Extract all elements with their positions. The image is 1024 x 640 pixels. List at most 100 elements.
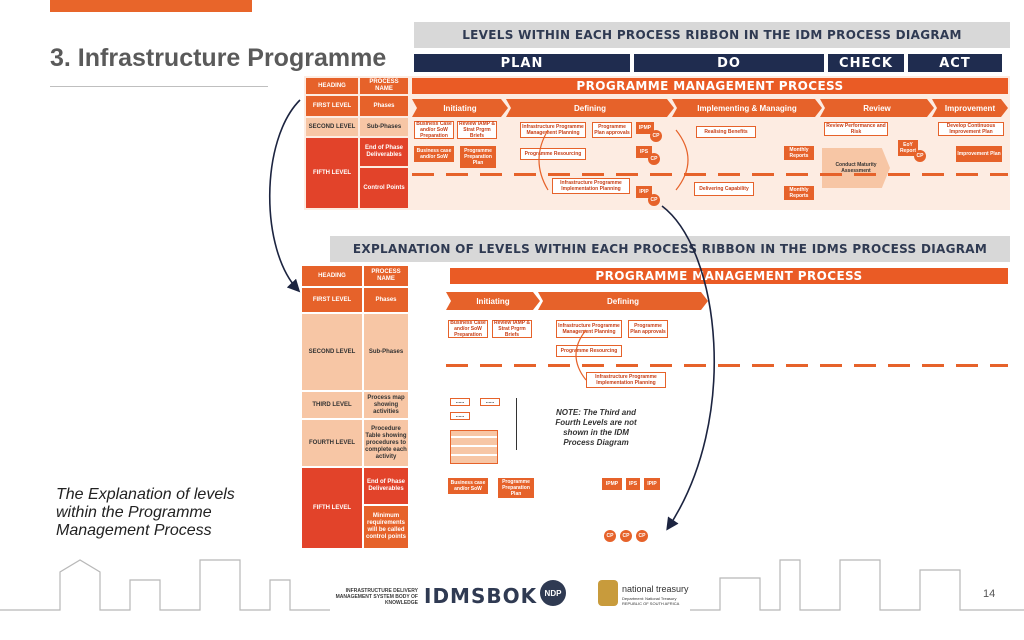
bottom-sub-prog-plan-approvals: Programme Plan approvals <box>628 320 668 338</box>
bottom-phase-initiating: Initiating <box>446 292 540 310</box>
top-del-prog-prep-plan: Programme Preparation Plan <box>460 146 496 168</box>
top-heading-cell: HEADING <box>306 78 358 94</box>
bottom-diagram-header: EXPLANATION OF LEVELS WITHIN EACH PROCES… <box>330 236 1010 262</box>
top-first-level: FIRST LEVEL <box>306 96 358 116</box>
top-phase-review: Review <box>820 99 934 117</box>
bottom-heading-cell: HEADING <box>302 266 362 286</box>
top-sub-delivering-capability: Delivering Capability <box>694 182 754 196</box>
coat-of-arms-icon <box>598 580 618 606</box>
title-divider <box>50 86 268 87</box>
top-process-banner: PROGRAMME MANAGEMENT PROCESS <box>412 78 1008 94</box>
top-accent-bar <box>50 0 252 12</box>
top-phase-improvement: Improvement <box>932 99 1008 117</box>
top-sub-review-iamp: Review IAMP & Strat Prgrm Briefs <box>457 121 497 139</box>
top-del-monthly-reports-1: Monthly Reports <box>784 146 814 160</box>
pdca-do: DO <box>634 54 824 72</box>
bottom-first-level: FIRST LEVEL <box>302 288 362 312</box>
bottom-sub-infra-impl-planning: Infrastructure Programme Implementation … <box>586 372 666 388</box>
bottom-phase-defining: Defining <box>538 292 708 310</box>
top-sub-prog-plan-approvals: Programme Plan approvals <box>592 122 632 138</box>
arrow-cp-to-explanation <box>661 205 716 531</box>
top-cp-2: CP <box>648 153 660 165</box>
top-fifth-level: FIFTH LEVEL <box>306 138 358 208</box>
bottom-fourth-level: FOURTH LEVEL <box>302 420 362 466</box>
bottom-minimum-requirements: Minimum requirements will be called cont… <box>364 506 408 548</box>
top-sub-business-case: Business Case and/or SoW Preparation <box>414 121 454 139</box>
bottom-process-banner: PROGRAMME MANAGEMENT PROCESS <box>450 268 1008 284</box>
top-del-ipmp: IPMP <box>636 122 654 134</box>
bracket-line <box>516 398 517 450</box>
bottom-cp-1: CP <box>604 530 616 542</box>
bottom-process-map: Process map showing activities <box>364 392 408 418</box>
pdca-check: CHECK <box>828 54 904 72</box>
top-cp-1: CP <box>650 130 662 142</box>
pdca-plan: PLAN <box>414 54 630 72</box>
top-phase-defining: Defining <box>506 99 674 117</box>
top-diagram-canvas <box>304 76 1010 210</box>
bottom-del-ipip: IPIP <box>644 478 660 490</box>
top-divider-dashes <box>412 173 1008 176</box>
bottom-del-prog-prep-plan: Programme Preparation Plan <box>498 478 534 498</box>
top-sub-conduct-maturity: Conduct Maturity Assessment <box>822 148 890 188</box>
bottom-sub-infra-prog-mgmt: Infrastructure Programme Management Plan… <box>556 320 622 338</box>
loop-arc-left <box>538 129 549 191</box>
pdca-act: ACT <box>908 54 1002 72</box>
idmsbok-logo: IDMSBOK <box>424 584 538 608</box>
bottom-procedure-table: Procedure Table showing procedures to co… <box>364 420 408 466</box>
bottom-sub-phases: Sub-Phases <box>364 314 408 390</box>
treasury-logo: national treasury <box>622 584 689 594</box>
bottom-del-ipmp: IPMP <box>602 478 622 490</box>
bottom-cp-3: CP <box>636 530 648 542</box>
top-phase-implementing: Implementing & Managing <box>672 99 822 117</box>
loop-arc-right <box>675 129 689 191</box>
top-control-points: Control Points <box>360 168 408 208</box>
bottom-sub-review-iamp: Review IAMP & Strat Prgrm Briefs <box>492 320 532 338</box>
top-sub-infra-prog-mgmt: Infrastructure Programme Management Plan… <box>520 122 586 138</box>
top-sub-prog-resourcing: Programme Resourcing <box>520 148 586 160</box>
idms-small-text: INFRASTRUCTURE DELIVERY MANAGEMENT SYSTE… <box>335 588 418 606</box>
slide-title: 3. Infrastructure Programme <box>50 44 387 72</box>
bottom-cp-2: CP <box>620 530 632 542</box>
loop-arc-bottom <box>575 329 587 381</box>
top-sub-review-perf: Review Performance and Risk <box>824 122 888 136</box>
process-map-box-2: ...... <box>480 398 500 406</box>
bottom-process-name-cell: PROCESS NAME <box>364 266 408 286</box>
slide-caption: The Explanation of levels within the Pro… <box>56 486 235 539</box>
process-map-box-1: ...... <box>450 398 470 406</box>
top-del-ipip: IPIP <box>636 186 652 198</box>
treasury-subtext: Department: National Treasury REPUBLIC O… <box>622 596 680 606</box>
top-cp-4: CP <box>914 150 926 162</box>
top-sub-infra-impl-planning: Infrastructure Programme Implementation … <box>552 178 630 194</box>
bottom-del-business-case: Business case and/or SoW <box>448 478 488 494</box>
top-del-eoy-report: EoY Report <box>898 140 918 156</box>
top-del-business-case: Business case and/or SoW <box>414 146 454 162</box>
top-del-monthly-reports-2: Monthly Reports <box>784 186 814 200</box>
top-sub-realising-benefits: Realising Benefits <box>696 126 756 138</box>
bottom-second-level: SECOND LEVEL <box>302 314 362 390</box>
bottom-del-ips: IPS <box>626 478 640 490</box>
procedure-table-grid <box>450 430 498 464</box>
bottom-sub-business-case: Business Case and/or SoW Preparation <box>448 320 488 338</box>
top-del-improvement-plan: Improvement Plan <box>956 146 1002 162</box>
levels-note: NOTE: The Third and Fourth Levels are no… <box>555 408 637 447</box>
top-phase-initiating: Initiating <box>412 99 508 117</box>
top-process-name-cell: PROCESS NAME <box>360 78 408 94</box>
top-diagram-header: LEVELS WITHIN EACH PROCESS RIBBON IN THE… <box>414 22 1010 48</box>
top-end-of-phase: End of Phase Deliverables <box>360 138 408 166</box>
bottom-sub-prog-resourcing: Programme Resourcing <box>556 345 622 357</box>
bottom-fifth-level: FIFTH LEVEL <box>302 468 362 548</box>
page-number: 14 <box>983 588 996 600</box>
bottom-phases: Phases <box>364 288 408 312</box>
top-phases: Phases <box>360 96 408 116</box>
top-sub-phases: Sub-Phases <box>360 118 408 136</box>
process-map-box-3: ...... <box>450 412 470 420</box>
ndp-logo: NDP <box>540 580 566 606</box>
top-sub-develop-improvement: Develop Continuous Improvement Plan <box>938 122 1004 136</box>
bottom-end-of-phase: End of Phase Deliverables <box>364 468 408 504</box>
top-second-level: SECOND LEVEL <box>306 118 358 136</box>
bottom-third-level: THIRD LEVEL <box>302 392 362 418</box>
arrow-top-to-bottom-levels <box>269 99 301 293</box>
bottom-divider-dashes <box>446 364 1008 367</box>
